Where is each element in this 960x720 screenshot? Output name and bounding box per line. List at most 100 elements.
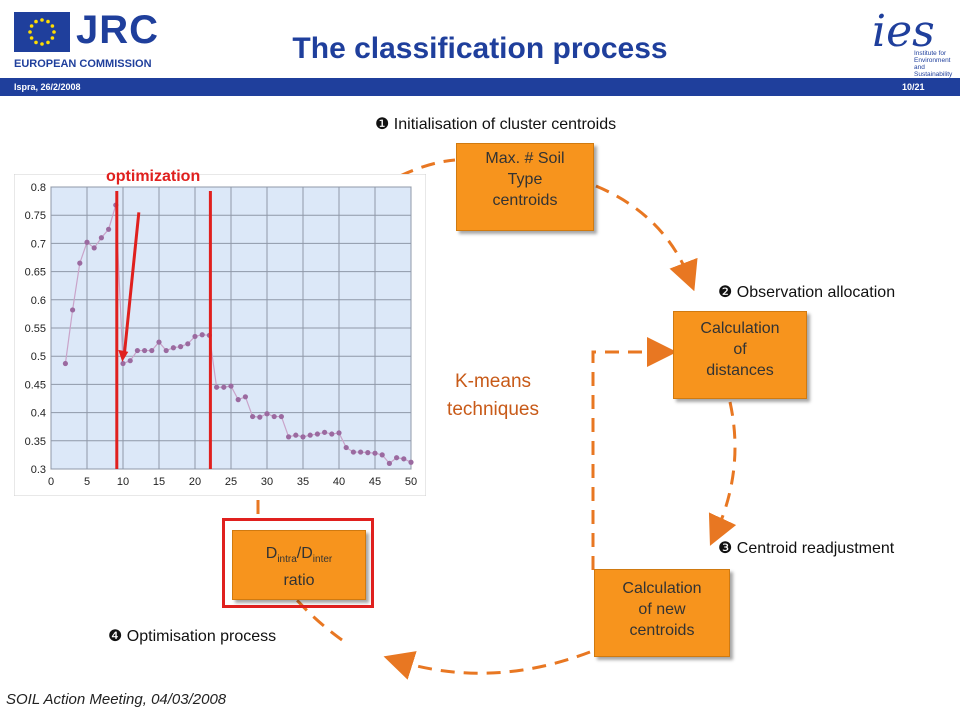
data-point bbox=[156, 339, 162, 345]
max-soil-centroids-box: Max. # Soil Type centroids bbox=[456, 143, 594, 231]
data-point bbox=[257, 414, 263, 420]
data-point bbox=[120, 360, 126, 367]
box-line: Calculation bbox=[700, 320, 780, 337]
ratio-box: Dintra/Dinter ratio bbox=[232, 530, 366, 600]
data-point bbox=[91, 245, 97, 251]
data-point bbox=[343, 444, 349, 451]
data-point bbox=[329, 431, 335, 437]
data-point bbox=[350, 449, 356, 455]
x-tick-label: 10 bbox=[117, 476, 129, 488]
data-point bbox=[242, 394, 248, 400]
box-line: Type bbox=[507, 171, 543, 188]
data-point bbox=[62, 360, 68, 367]
ies-logo-subtitle: Institute for Environment and Sustainabi… bbox=[914, 50, 953, 78]
data-point bbox=[134, 347, 140, 354]
data-point bbox=[379, 452, 385, 458]
arrow-distances-down bbox=[708, 401, 737, 546]
ratio-d: D bbox=[265, 545, 278, 562]
data-point bbox=[214, 384, 220, 390]
data-point bbox=[70, 307, 76, 313]
data-point bbox=[77, 260, 83, 266]
optimization-arrow-shaft bbox=[122, 212, 141, 354]
x-tick-label: 20 bbox=[189, 476, 201, 488]
ies-logo-text: ies bbox=[872, 6, 935, 57]
x-tick-label: 0 bbox=[48, 476, 54, 488]
y-tick-label: 0.35 bbox=[25, 436, 46, 448]
y-tick-label: 0.3 bbox=[31, 464, 46, 476]
data-point bbox=[358, 449, 364, 455]
ratio-slash-d: /D bbox=[296, 545, 313, 562]
box-line: of new bbox=[638, 601, 686, 618]
kmeans-label: K-means techniques bbox=[418, 368, 568, 424]
data-point bbox=[185, 341, 191, 347]
page-number: 10/21 bbox=[902, 82, 925, 92]
header-bar bbox=[0, 78, 960, 96]
kmeans-line: K-means bbox=[454, 371, 532, 392]
data-point bbox=[386, 460, 392, 466]
data-point bbox=[106, 226, 112, 232]
data-point bbox=[293, 432, 299, 438]
step-3-label: ❸ Centroid readjustment bbox=[718, 540, 895, 557]
y-tick-label: 0.45 bbox=[25, 379, 46, 391]
x-tick-label: 50 bbox=[405, 476, 417, 488]
data-point bbox=[149, 347, 155, 354]
data-point bbox=[314, 431, 320, 437]
data-point bbox=[394, 455, 400, 461]
jrc-logo-text: JRC bbox=[76, 8, 160, 52]
data-point bbox=[199, 332, 205, 338]
data-point bbox=[127, 358, 133, 364]
data-point bbox=[401, 456, 407, 462]
distances-box: Calculation of distances bbox=[673, 311, 807, 399]
data-point bbox=[84, 239, 90, 245]
data-point bbox=[408, 459, 414, 465]
ratio-inter: inter bbox=[312, 554, 333, 566]
step-2-label: ❷ Observation allocation bbox=[718, 284, 896, 301]
y-tick-label: 0.8 bbox=[31, 182, 46, 194]
data-point bbox=[264, 411, 270, 417]
ratio-formula: Dintra/Dinter bbox=[233, 543, 365, 570]
data-point bbox=[221, 384, 227, 390]
y-tick-label: 0.6 bbox=[31, 295, 46, 307]
box-line: centroids bbox=[492, 192, 558, 209]
data-point bbox=[372, 450, 378, 456]
optimization-chart: 0 5 10 15 20 25 30 35 40 45 50 0.3 0.35 0.4 0.45 0.5 0.5… bbox=[14, 174, 426, 496]
data-point bbox=[163, 347, 169, 354]
step-1-label: ❶ Initialisation of cluster centroids bbox=[375, 116, 617, 133]
box-line: distances bbox=[706, 362, 774, 379]
data-point bbox=[235, 397, 241, 403]
page-title: The classification process bbox=[292, 32, 668, 65]
box-line: centroids bbox=[629, 622, 695, 639]
x-tick-label: 25 bbox=[225, 476, 237, 488]
x-tick-label: 45 bbox=[369, 476, 381, 488]
box-line: Max. # Soil bbox=[485, 150, 565, 167]
data-point bbox=[228, 383, 234, 389]
new-centroids-box: Calculation of new centroids bbox=[594, 569, 730, 657]
box-line: Calculation bbox=[622, 580, 702, 597]
x-tick-label: 30 bbox=[261, 476, 273, 488]
data-point bbox=[142, 347, 148, 354]
data-point bbox=[286, 434, 292, 440]
ratio-highlight-frame bbox=[222, 518, 374, 608]
optimization-label: optimization bbox=[106, 168, 201, 185]
arrow-to-ratio bbox=[383, 650, 591, 680]
data-point bbox=[192, 333, 198, 340]
data-point bbox=[170, 345, 176, 351]
x-tick-label: 35 bbox=[297, 476, 309, 488]
box-line: of bbox=[733, 341, 747, 358]
footer-text: SOIL Action Meeting, 04/03/2008 bbox=[6, 691, 227, 708]
kmeans-line: techniques bbox=[447, 399, 539, 420]
y-tick-label: 0.65 bbox=[25, 267, 46, 279]
y-tick-label: 0.4 bbox=[31, 408, 46, 420]
y-tick-label: 0.5 bbox=[31, 351, 46, 363]
european-commission-label: EUROPEAN COMMISSION bbox=[14, 58, 152, 70]
x-tick-label: 40 bbox=[333, 476, 345, 488]
data-point bbox=[250, 413, 256, 420]
data-point bbox=[98, 235, 104, 241]
y-tick-label: 0.55 bbox=[25, 323, 46, 335]
x-tick-label: 5 bbox=[84, 476, 90, 488]
x-tick-label: 15 bbox=[153, 476, 165, 488]
y-tick-label: 0.75 bbox=[25, 210, 46, 222]
data-point bbox=[336, 430, 342, 436]
date-label: Ispra, 26/2/2008 bbox=[14, 82, 81, 92]
jrc-logo: JRC EUROPEAN COMMISSION bbox=[10, 8, 160, 74]
